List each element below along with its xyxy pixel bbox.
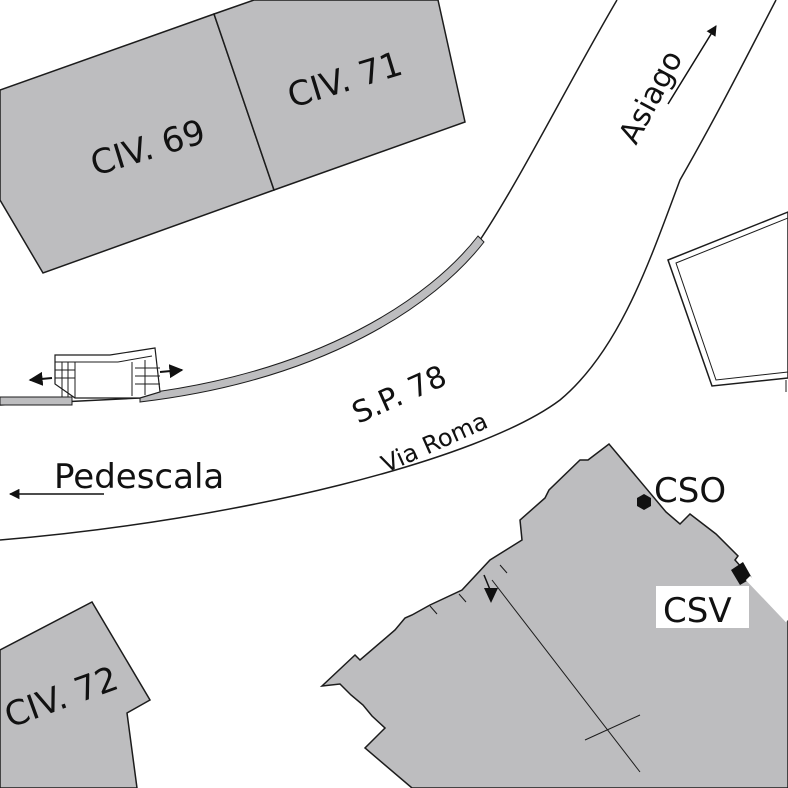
building-outline-right-inner	[675, 217, 788, 381]
stairs-inner-line-2	[117, 355, 153, 363]
building-civ71	[213, 0, 466, 191]
left-wall-strip	[0, 396, 73, 406]
stairs-walkway	[54, 347, 161, 399]
cso-label: CSO	[654, 471, 726, 511]
stairs-arrow-right	[159, 364, 184, 379]
stairs-right	[131, 360, 160, 396]
entrance-arrow	[484, 588, 498, 603]
stairs-left	[55, 362, 76, 398]
road-edge-bottom	[0, 0, 777, 541]
building-outline-right	[667, 211, 788, 387]
building-cross-line	[584, 714, 641, 741]
asiago-arrow	[667, 25, 717, 105]
entrance-arrow-stem	[483, 574, 492, 593]
curb-strip	[139, 235, 485, 403]
road-number-label: S.P. 78	[347, 359, 452, 431]
building-civ72	[0, 601, 152, 788]
pedescala-label: Pedescala	[54, 457, 224, 497]
stairs-arrow-left	[28, 371, 53, 386]
cso-marker	[637, 494, 651, 510]
building-civ69	[0, 13, 275, 274]
building-internal-line	[491, 579, 641, 773]
csv-label: CSV	[663, 591, 732, 631]
asiago-label: Asiago	[612, 45, 690, 150]
csv-label-box	[656, 586, 749, 628]
road-name-label: Via Roma	[377, 407, 492, 479]
building-tick-2	[458, 593, 467, 603]
building-large	[319, 442, 788, 788]
csv-device-line	[745, 575, 788, 623]
building-tick-3	[499, 564, 508, 574]
building-tick-1	[429, 605, 438, 615]
